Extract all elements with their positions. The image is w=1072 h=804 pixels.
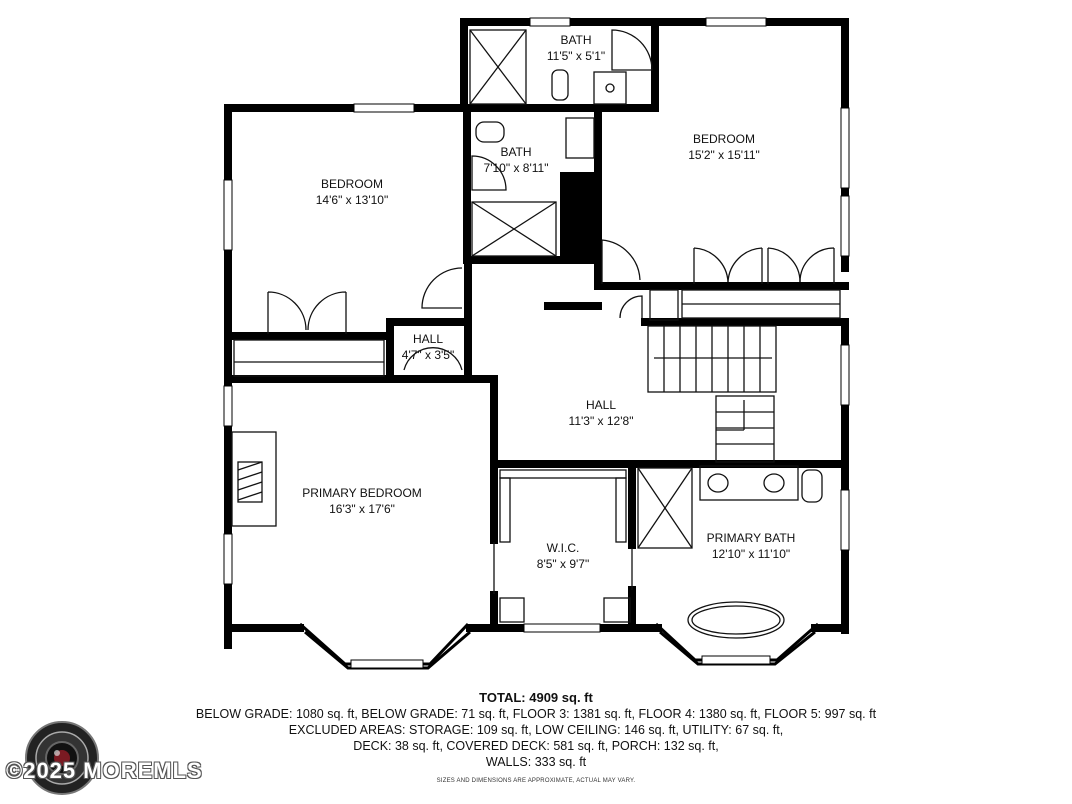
room-dims-hall-main: 11'3" x 12'8" [569, 414, 634, 428]
room-name-bath-top: BATH [560, 33, 591, 47]
room-dims-primary-bedroom: 16'3" x 17'6" [329, 502, 395, 516]
room-dims-wic: 8'5" x 9'7" [537, 557, 589, 571]
room-name-primary-bath: PRIMARY BATH [707, 531, 796, 545]
area-breakdown-line-1: BELOW GRADE: 1080 sq. ft, BELOW GRADE: 7… [195, 707, 877, 721]
room-dims-bath-mid: 7'10" x 8'11" [484, 161, 549, 175]
fixtures [231, 29, 841, 639]
total-area: TOTAL: 4909 sq. ft [479, 690, 593, 705]
chase-block [560, 172, 598, 260]
room-name-wic: W.I.C. [547, 541, 580, 555]
watermark-text: ©2025 MOREMLS [6, 758, 203, 783]
area-breakdown-line-2: EXCLUDED AREAS: STORAGE: 109 sq. ft, LOW… [288, 723, 784, 737]
room-name-hall-small: HALL [413, 332, 443, 346]
room-dims-primary-bath: 12'10" x 11'10" [712, 547, 790, 561]
room-dims-bath-top: 11'5" x 5'1" [547, 49, 605, 63]
room-name-primary-bedroom: PRIMARY BEDROOM [302, 486, 422, 500]
room-dims-hall-small: 4'7" x 3'5" [402, 348, 454, 362]
area-breakdown-line-4: WALLS: 333 sq. ft [485, 755, 587, 769]
room-name-bath-mid: BATH [500, 145, 531, 159]
camera-lens-icon [25, 721, 99, 795]
room-labels: BATH 11'5" x 5'1" BEDROOM 15'2" x 15'11"… [302, 33, 795, 571]
windows [223, 17, 850, 669]
room-name-bedroom-nw: BEDROOM [321, 177, 383, 191]
room-dims-bedroom-nw: 14'6" x 13'10" [316, 193, 389, 207]
room-dims-bedroom-ne: 15'2" x 15'11" [688, 148, 760, 162]
disclaimer: SIZES AND DIMENSIONS ARE APPROXIMATE, AC… [436, 778, 636, 784]
watermark-logo: ©2025 MOREMLS [6, 718, 202, 798]
area-breakdown-line-3: DECK: 38 sq. ft, COVERED DECK: 581 sq. f… [353, 739, 719, 753]
room-name-hall-main: HALL [586, 398, 616, 412]
room-name-bedroom-ne: BEDROOM [693, 132, 755, 146]
